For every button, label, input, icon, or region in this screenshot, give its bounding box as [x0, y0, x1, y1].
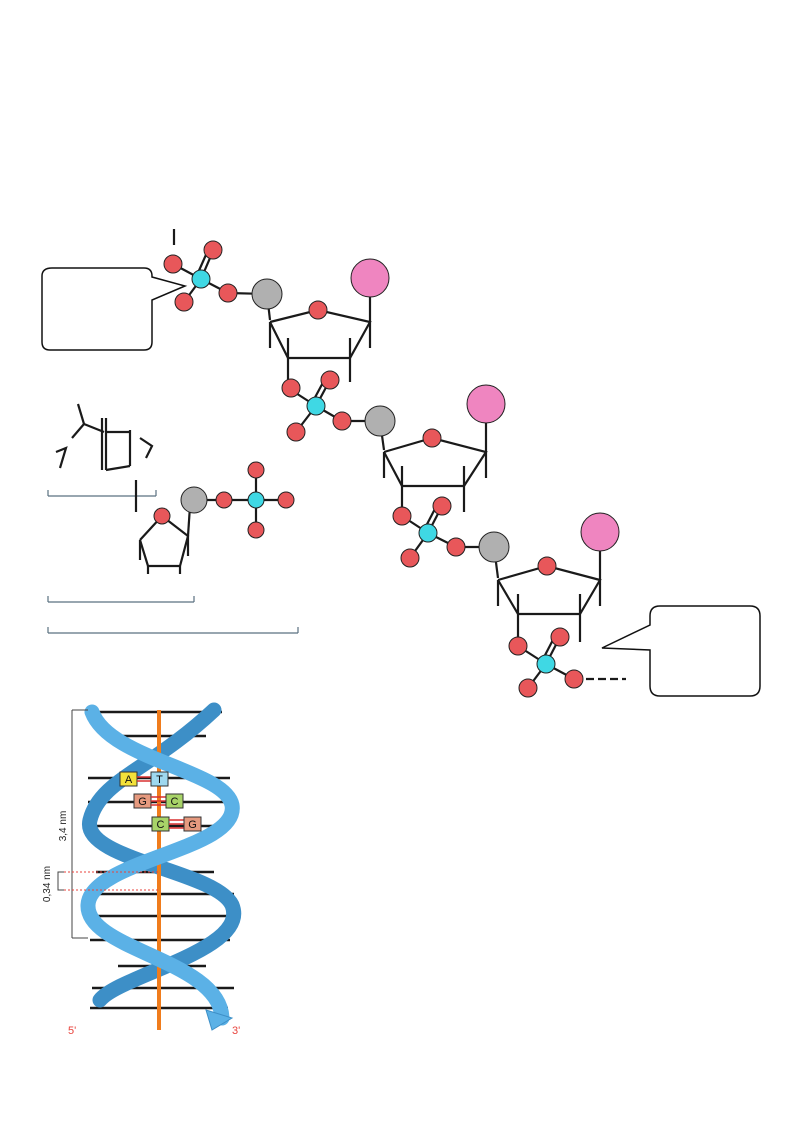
base-pair-2-left: G	[138, 796, 147, 808]
helix-arrowhead	[205, 1009, 234, 1031]
base-pair-1-right: T	[156, 774, 163, 786]
base-pair-3: C G	[151, 816, 202, 832]
phosphorus-atoms	[191, 269, 556, 674]
chain-bonds	[172, 229, 626, 689]
callout-right	[601, 605, 761, 697]
base-pair-2-right: C	[171, 796, 179, 808]
nitrogenous-bases	[350, 258, 620, 552]
polynucleotide-chain	[163, 229, 626, 698]
base-pair-3-right: G	[188, 819, 197, 831]
base-pair-1-left: A	[125, 774, 133, 786]
base-ring-fragments	[47, 403, 299, 634]
carbon-atoms	[251, 278, 510, 563]
oxygen-atoms	[163, 240, 584, 698]
base-pair-3-left: C	[157, 819, 165, 831]
turn-length-label: 3,4 nm	[58, 811, 69, 842]
end-5-label: 5'	[68, 1025, 76, 1037]
helix-strand-front	[80, 704, 240, 1026]
rise-label: 0,34 nm	[42, 866, 53, 902]
single-nucleotide	[47, 403, 299, 634]
double-helix: A T G C C G 3	[42, 702, 242, 1037]
turn-length-bracket	[71, 709, 88, 939]
base-pair-1: A T	[119, 771, 169, 787]
end-3-label: 3'	[232, 1025, 240, 1037]
callout-left	[41, 267, 188, 351]
base-pair-2: G C	[133, 793, 184, 809]
rise-bracket	[57, 871, 160, 891]
